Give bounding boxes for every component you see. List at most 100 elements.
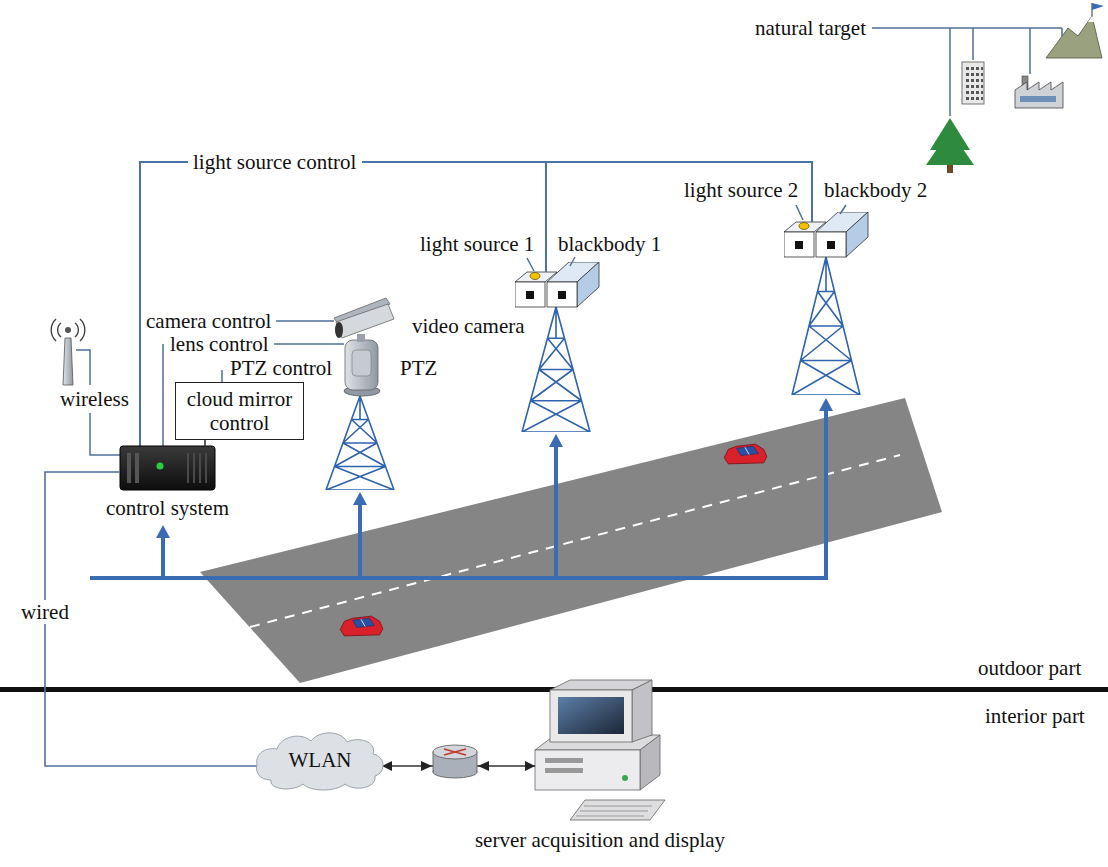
computer-illustration — [550, 690, 632, 742]
part-label: light source 1 — [420, 232, 534, 256]
computer-illustration — [535, 680, 665, 820]
leader-line — [274, 343, 344, 345]
computer-illustration — [545, 768, 583, 773]
light-source-control-line — [140, 161, 812, 446]
control-device-node: control system — [120, 446, 215, 490]
connector — [204, 440, 206, 446]
light-source-control-line — [545, 161, 547, 272]
router-arrowhead — [421, 761, 489, 771]
leader-line — [949, 28, 951, 116]
computer-illustration — [570, 800, 665, 820]
natural-target — [1046, 16, 1102, 58]
light-source-control-line — [811, 161, 813, 222]
tower — [326, 257, 860, 490]
leader-line — [276, 320, 334, 322]
router-arrowhead — [421, 761, 432, 771]
bus-arrowhead — [819, 398, 833, 411]
road — [200, 398, 942, 683]
part-label: lens control — [170, 332, 269, 356]
natural-target — [1092, 3, 1104, 10]
cable-bus — [358, 502, 362, 580]
leader-line — [90, 413, 120, 455]
network-cloud: WLAN — [255, 728, 385, 792]
part-label: wireless — [60, 387, 129, 411]
part-label: light source control — [193, 150, 356, 174]
part-label: blackbody 1 — [558, 232, 661, 256]
router — [444, 749, 466, 755]
wireless-antenna — [63, 338, 73, 385]
bus-arrowhead — [549, 434, 563, 447]
leader-line — [1029, 28, 1031, 74]
wireless-antenna — [65, 327, 71, 333]
leader-line — [162, 344, 164, 446]
part-label: video camera — [412, 314, 525, 338]
light-source-control-line — [362, 161, 812, 163]
part-label: blackbody 2 — [824, 178, 927, 202]
light-source-blackbody — [784, 212, 868, 257]
router — [433, 745, 477, 778]
server-node: server acquisition and display — [535, 680, 665, 822]
leader-line — [76, 28, 1062, 455]
part-label: light source 2 — [684, 178, 798, 202]
control-device — [120, 446, 215, 490]
node-text: cloud mirror control — [182, 387, 297, 435]
light-source-blackbody — [515, 212, 868, 307]
control-device — [135, 453, 139, 483]
computer-illustration — [640, 735, 660, 790]
computer-illustration — [632, 680, 652, 742]
leader-line — [972, 28, 974, 60]
road — [200, 398, 942, 683]
light-source-control-line — [140, 161, 188, 163]
leader-line — [570, 257, 575, 266]
natural-target — [1088, 16, 1096, 22]
ptz-camera — [357, 334, 365, 342]
natural-target — [1015, 82, 1063, 108]
natural-target — [964, 64, 983, 102]
ptz-camera — [352, 350, 371, 376]
edge-label: wired — [19, 600, 71, 624]
part-label: camera control — [146, 309, 271, 333]
part-label: natural target — [755, 16, 866, 40]
bus-arrowhead — [156, 525, 170, 538]
connector — [45, 472, 257, 766]
cable-bus — [824, 408, 828, 580]
ptz-camera — [345, 340, 378, 390]
ptz-camera — [334, 298, 394, 396]
leader-line — [796, 205, 803, 220]
part-label: PTZ — [400, 356, 437, 380]
wireless-antenna — [51, 319, 85, 385]
car — [340, 616, 383, 636]
bus-arrowhead — [353, 492, 367, 505]
part-label: outdoor part — [978, 656, 1081, 680]
computer-illustration — [545, 758, 583, 763]
natural-target — [947, 165, 953, 173]
leader-line — [840, 205, 846, 214]
cable-bus — [161, 535, 165, 580]
cable-bus — [90, 576, 828, 580]
leader-line — [76, 350, 90, 385]
control-device — [188, 453, 206, 483]
part-label: interior part — [985, 704, 1085, 728]
light-source-control-line — [139, 161, 141, 446]
car — [340, 444, 767, 636]
ptz-camera — [336, 304, 394, 338]
control-device — [157, 463, 164, 470]
computer-illustration — [622, 775, 628, 781]
leader-line — [221, 370, 223, 382]
node-text: control system — [106, 496, 229, 520]
leader-line — [527, 258, 534, 271]
ptz-camera — [335, 322, 343, 338]
computer-illustration — [576, 806, 652, 816]
leader-line — [872, 27, 1062, 29]
control-device — [120, 446, 215, 490]
part-label: PTZ control — [230, 356, 332, 380]
node-text: server acquisition and display — [475, 828, 725, 852]
natural-target — [926, 3, 1104, 173]
computer-illustration — [558, 697, 624, 734]
router — [433, 745, 477, 759]
tower — [522, 307, 590, 432]
tower — [326, 396, 394, 490]
